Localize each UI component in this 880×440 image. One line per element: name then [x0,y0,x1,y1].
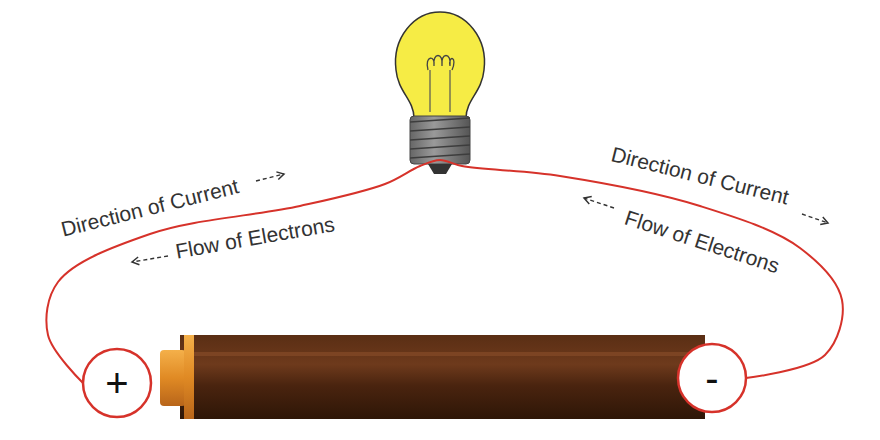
thread-line [410,136,470,140]
current-arrow [256,174,284,181]
terminal-circle: + [81,347,153,419]
terminal-ring [83,349,151,417]
battery-body [180,335,705,419]
electron-arrow [132,256,168,262]
thread-line [410,118,470,122]
terminal-circle: - [676,342,748,414]
thread-line [410,145,470,149]
bulb-contact [428,164,452,174]
battery [160,335,705,419]
battery-terminal-cap [160,350,186,406]
light-bulb [396,12,485,174]
terminal-ring [678,344,746,412]
current-label: Direction of Current [606,142,794,211]
terminal-sign: + [105,363,128,403]
electron-label: Flow of Electrons [171,212,340,265]
electron-label: Flow of Electrons [619,205,785,280]
terminal-sign: - [705,358,718,398]
battery-highlight [183,352,703,356]
bulb-base [410,116,470,164]
bulb-threads [410,118,470,158]
filament-support [430,70,450,112]
filament-coil [427,56,454,71]
bulb-glass [396,12,485,118]
current-arrow [802,214,828,223]
thread-line [410,154,470,158]
electron-arrow [584,198,614,208]
thread-line [410,127,470,131]
battery-cap-ring [184,335,194,419]
